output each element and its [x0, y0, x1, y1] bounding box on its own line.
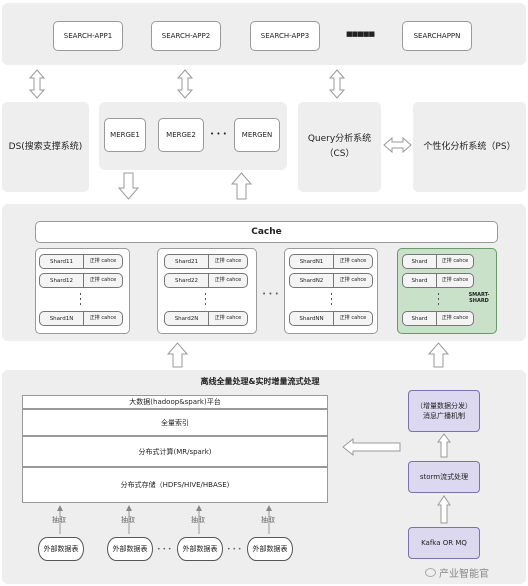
storm-up-arrow: [437, 433, 451, 458]
search-app-2: SEARCH-APP2: [151, 21, 221, 51]
cs-app-arrow: [328, 69, 346, 99]
cs-system-box: Query分析系统（CS）: [298, 102, 381, 192]
cs-ps-arrow: [383, 136, 412, 154]
smart-shard-label: SMART-SHARD: [468, 292, 490, 304]
external-table: 外部数据表: [107, 537, 153, 561]
merge-1: MERGE1: [104, 118, 146, 152]
ps-system-box: 个性化分析系统（PS）: [413, 102, 526, 192]
broadcast-left-arrow: [342, 437, 401, 457]
app-ellipsis: ■■■■■: [346, 30, 375, 38]
extract-label: 抽取: [191, 516, 205, 524]
extract-label: 抽取: [261, 516, 275, 524]
ds-system-box: DS(搜索支撑系统): [2, 102, 89, 192]
distributed-storage-bar: 分布式存储（HDFS/HIVE/HBASE): [22, 467, 328, 503]
external-table: 外部数据表: [177, 537, 223, 561]
distributed-compute-bar: 分布式计算(MR/spark): [22, 436, 328, 467]
ds-app-arrow: [28, 69, 46, 99]
wechat-icon: [425, 568, 436, 577]
extract-label: 抽取: [52, 516, 66, 524]
bigdata-platform-bar: 大数据(hadoop&spark)平台: [22, 395, 328, 409]
merge-2: MERGE2: [158, 118, 204, 152]
full-index-bar: 全量索引: [22, 409, 328, 436]
merge-ellipsis: • • •: [210, 130, 227, 138]
broadcast-box: （增量数据分发）消息广播机制: [408, 390, 480, 432]
search-app-n: SEARCHAPPN: [402, 21, 472, 51]
group-ellipsis: • • •: [262, 290, 279, 298]
storm-box: storm流式处理: [408, 461, 480, 493]
kafka-up-arrow: [437, 495, 451, 524]
process-up-arrow-2: [427, 342, 450, 368]
search-app-3: SEARCH-APP3: [250, 21, 320, 51]
table-ellipsis: • • •: [157, 546, 172, 553]
merge-n: MERGEN: [234, 118, 280, 152]
external-table: 外部数据表: [247, 537, 293, 561]
merge-app-arrow: [176, 69, 194, 99]
merge-up-arrow: [230, 172, 253, 200]
process-up-arrow-1: [166, 342, 189, 368]
merge-down-arrow: [117, 172, 140, 200]
kafka-box: Kafka OR MQ: [408, 527, 480, 559]
table-ellipsis: • • •: [227, 546, 242, 553]
processing-title: 离线全量处理&实时增量流式处理: [200, 377, 320, 386]
search-app-1: SEARCH-APP1: [53, 21, 123, 51]
external-table: 外部数据表: [38, 537, 84, 561]
extract-label: 抽取: [121, 516, 135, 524]
watermark: 产业智能官: [425, 565, 489, 580]
cache-bar: Cache: [35, 221, 498, 243]
